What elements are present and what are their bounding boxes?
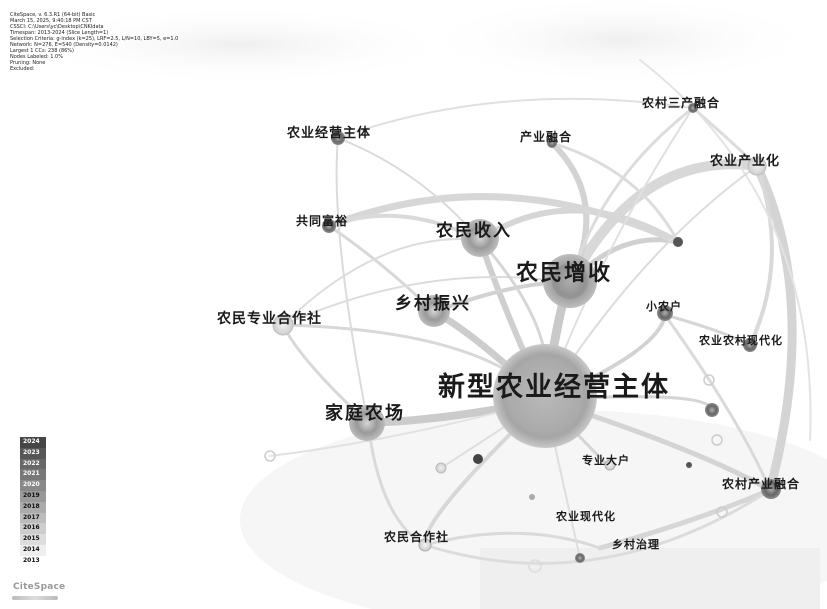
- node-jiating-nongchang[interactable]: [349, 405, 385, 441]
- label-nongye-chanyehua: 农业产业化: [709, 153, 780, 169]
- label-nongmin-zengshou: 农民增收: [515, 260, 612, 286]
- info-line: Nodes Labeled: 1.0%: [10, 54, 63, 60]
- node-unlabeled-9[interactable]: [264, 450, 276, 462]
- node-nongmin-hezuoshe[interactable]: [418, 538, 432, 552]
- node-unlabeled-8[interactable]: [435, 462, 447, 474]
- node-unlabeled-2[interactable]: [705, 403, 719, 417]
- node-nongmin-zengshou-core: [552, 263, 588, 299]
- node-unlabeled-12[interactable]: [528, 559, 542, 573]
- legend-year: 2019: [20, 490, 46, 502]
- node-unlabeled-6[interactable]: [686, 462, 692, 468]
- label-nongye-nongcun-xdh: 农业农村现代化: [698, 333, 783, 347]
- node-chanye-ronghe[interactable]: [547, 138, 557, 148]
- info-line: Largest 1 CCs: 238 (86%): [10, 48, 75, 54]
- label-xiangcun-zhili: 乡村治理: [612, 537, 660, 551]
- node-unlabeled-7[interactable]: [473, 454, 483, 464]
- legend-year: 2024: [20, 437, 46, 448]
- legend-year: 2016: [20, 523, 46, 535]
- label-nongye-jingying: 农业经营主体: [286, 125, 371, 141]
- node-unlabeled-11[interactable]: [575, 553, 585, 563]
- label-xiangcun-zhenxing: 乡村振兴: [395, 293, 471, 314]
- label-nongye-xiandaihua: 农业现代化: [555, 509, 616, 523]
- label-nongcun-chanye-ronghe: 农村产业融合: [721, 476, 800, 491]
- info-line: Excluded:: [10, 66, 35, 72]
- label-zhuanye-dahu: 专业大户: [582, 453, 630, 467]
- legend-year: 2023: [20, 447, 46, 459]
- legend-year: 2013: [20, 555, 46, 567]
- node-xiao-nonghu[interactable]: [657, 305, 673, 321]
- node-zhuanye-dahu[interactable]: [604, 459, 616, 471]
- background-shading: [20, 0, 827, 609]
- node-unlabeled-1[interactable]: [673, 237, 683, 247]
- info-line: Timespan: 2013-2024 (Slice Length=1): [10, 30, 109, 36]
- node-nongye-jingying[interactable]: [331, 131, 345, 145]
- info-line: Network: N=276, E=540 (Density=0.0142): [10, 42, 118, 48]
- node-xiangcun-zhenxing[interactable]: [418, 295, 450, 327]
- label-nongmin-shouru: 农民收入: [435, 220, 512, 241]
- node-unlabeled-10[interactable]: [529, 494, 535, 500]
- node-nongye-chanyehua[interactable]: [747, 156, 767, 176]
- legend-year: 2020: [20, 480, 46, 491]
- legend-year: 2021: [20, 469, 46, 481]
- node-gongtong-fuyu[interactable]: [322, 219, 336, 233]
- legend-year: 2018: [20, 501, 46, 513]
- info-line: March 15, 2025, 9:40:18 PM CST: [10, 18, 92, 24]
- node-nongye-nongcun-xdh[interactable]: [743, 338, 757, 352]
- info-line: Selection Criteria: g-index (k=25), LRF=…: [10, 36, 179, 42]
- label-nongmin-zhuanye: 农民专业合作社: [216, 310, 322, 327]
- network-nodes: [264, 103, 781, 573]
- label-gongtong-fuyu: 共同富裕: [296, 213, 348, 228]
- legend-year: 2022: [20, 458, 46, 470]
- info-line: Pruning: None: [10, 60, 46, 66]
- node-nongcun-chanye-ronghe[interactable]: [761, 479, 781, 499]
- network-labels: 新型农业经营主体 农民增收 农民收入 乡村振兴 家庭农场 农民专业合作社 共同富…: [216, 95, 800, 551]
- label-nongcun-sanchan: 农村三产融合: [641, 95, 720, 110]
- label-nongmin-hezuoshe: 农民合作社: [383, 529, 449, 544]
- info-line: CiteSpace, v. 6.3.R1 (64-bit) Basic: [10, 12, 96, 18]
- label-chanye-ronghe: 产业融合: [520, 129, 572, 144]
- node-nongcun-sanchan[interactable]: [688, 103, 698, 113]
- node-unlabeled-5[interactable]: [716, 506, 728, 518]
- label-xiao-nonghu: 小农户: [645, 299, 682, 313]
- legend-year: 2017: [20, 512, 46, 524]
- node-nongmin-shouru[interactable]: [461, 219, 499, 257]
- node-xinxing-core: [511, 362, 579, 430]
- citespace-logo: CiteSpace: [13, 582, 66, 592]
- legend-year: 2014: [20, 544, 46, 556]
- label-jiating-nongchang: 家庭农场: [325, 402, 405, 424]
- node-unlabeled-3[interactable]: [703, 374, 715, 386]
- label-xinxing: 新型农业经营主体: [438, 371, 670, 403]
- node-nongmin-zhuanye[interactable]: [272, 314, 294, 336]
- info-line: CSSCI: C:\Users\yc\Desktop\CNKIdata: [10, 24, 104, 30]
- logo-underline: [12, 596, 58, 600]
- node-unlabeled-4[interactable]: [711, 434, 723, 446]
- legend-year: 2015: [20, 534, 46, 545]
